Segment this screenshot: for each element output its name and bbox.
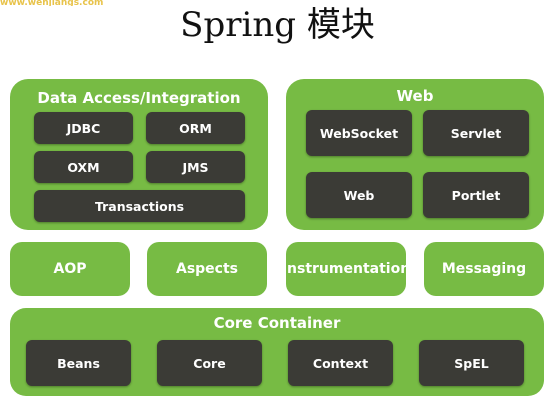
jdbc-box: JDBC (34, 112, 133, 144)
aspects-module: Aspects (147, 242, 267, 296)
core-box: Core (157, 340, 262, 386)
instrumentation-module: Instrumentation (282, 242, 410, 296)
jms-box: JMS (146, 151, 245, 183)
core-container-title: Core Container (213, 314, 341, 332)
websocket-box: WebSocket (306, 110, 412, 156)
messaging-module: Messaging (424, 242, 544, 296)
site-logo: www.wenjiangs.com (0, 0, 104, 6)
diagram-title: Spring 模块 (180, 5, 375, 45)
spel-box: SpEL (419, 340, 524, 386)
web-title: Web (396, 87, 434, 105)
context-box: Context (288, 340, 393, 386)
data-access-panel: Data Access/Integration JDBC ORM OXM JMS… (10, 79, 268, 230)
core-container-panel: Core Container Beans Core Context SpEL (10, 308, 544, 396)
portlet-box: Portlet (423, 172, 529, 218)
web-panel: Web WebSocket Servlet Web Portlet (286, 79, 544, 230)
servlet-box: Servlet (423, 110, 529, 156)
transactions-box: Transactions (34, 190, 245, 222)
data-access-title: Data Access/Integration (37, 89, 241, 107)
aop-module: AOP (10, 242, 130, 296)
orm-box: ORM (146, 112, 245, 144)
beans-box: Beans (26, 340, 131, 386)
oxm-box: OXM (34, 151, 133, 183)
web-box: Web (306, 172, 412, 218)
